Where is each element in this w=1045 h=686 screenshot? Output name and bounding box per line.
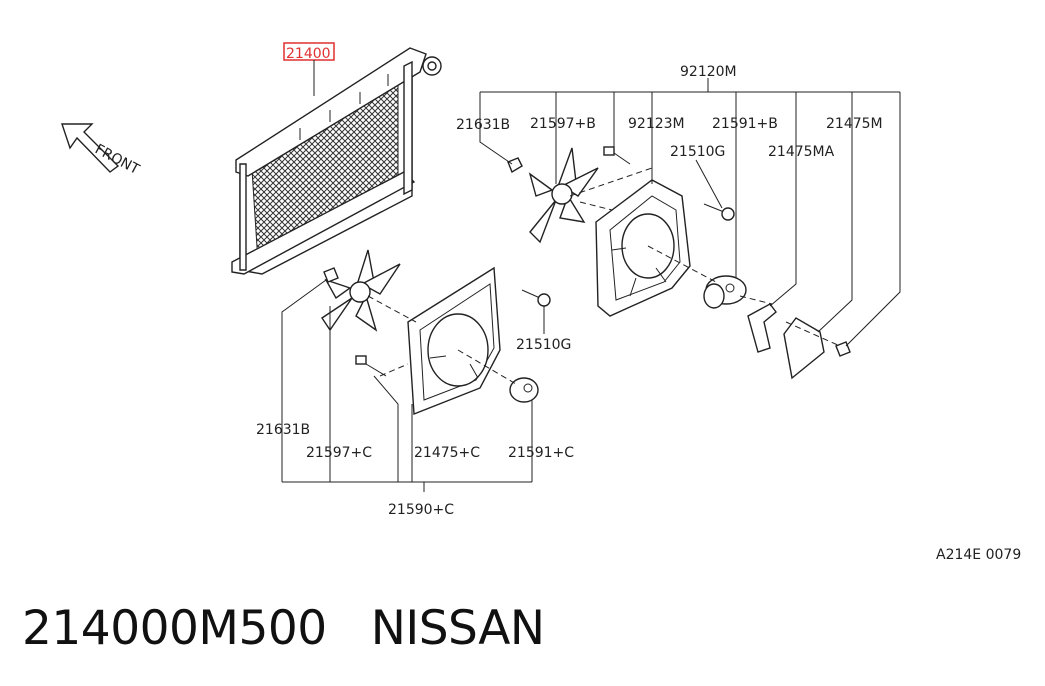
parts-diagram: 21400 FRONT	[61, 42, 1021, 563]
highlight-box	[283, 42, 335, 61]
upper-fan-blade[interactable]	[528, 147, 599, 244]
label-21475MA[interactable]: 21475MA	[768, 144, 835, 160]
upper-screw-21510G[interactable]	[703, 203, 735, 221]
upper-nut-21631B[interactable]	[507, 157, 523, 174]
part-title: 214000M500 NISSAN	[22, 596, 545, 660]
lower-bolt-21597C[interactable]	[355, 355, 387, 377]
label-21591C[interactable]: 21591+C	[508, 445, 574, 461]
label-21597C[interactable]: 21597+C	[306, 445, 372, 461]
label-21475C[interactable]: 21475+C	[414, 445, 480, 461]
lower-fan-shroud[interactable]	[407, 266, 501, 416]
radiator-assembly[interactable]	[231, 47, 442, 275]
label-92120M[interactable]: 92120M	[680, 64, 737, 80]
label-21597B[interactable]: 21597+B	[530, 116, 596, 132]
brand-name: NISSAN	[370, 600, 545, 656]
upper-shroud-cover-21475M[interactable]	[783, 317, 825, 380]
lower-fan-blade[interactable]	[321, 249, 401, 332]
upper-bracket-21475MA[interactable]	[747, 303, 777, 353]
part-number: 214000M500	[22, 600, 327, 656]
label-21475M[interactable]: 21475M	[826, 116, 883, 132]
upper-fan-shroud[interactable]	[595, 179, 691, 317]
lower-nut-21631B[interactable]	[323, 267, 339, 283]
front-arrow-icon	[61, 123, 120, 173]
label-92123M[interactable]: 92123M	[628, 116, 685, 132]
upper-motor-21591B[interactable]	[703, 275, 747, 309]
label-21590C[interactable]: 21590+C	[388, 502, 454, 518]
upper-bolt-21597B[interactable]	[603, 146, 631, 165]
figure-code: A214E 0079	[936, 547, 1021, 563]
lower-motor-21591C[interactable]	[509, 377, 539, 403]
label-21510G-bottom[interactable]: 21510G	[516, 337, 571, 353]
part-label-21400[interactable]: 21400	[286, 46, 331, 62]
label-21631B-top[interactable]: 21631B	[456, 117, 510, 133]
label-21591B[interactable]: 21591+B	[712, 116, 778, 132]
label-21510G-top[interactable]: 21510G	[670, 144, 725, 160]
lower-screw-21510G[interactable]	[521, 289, 551, 307]
label-21631B-bottom[interactable]: 21631B	[256, 422, 310, 438]
